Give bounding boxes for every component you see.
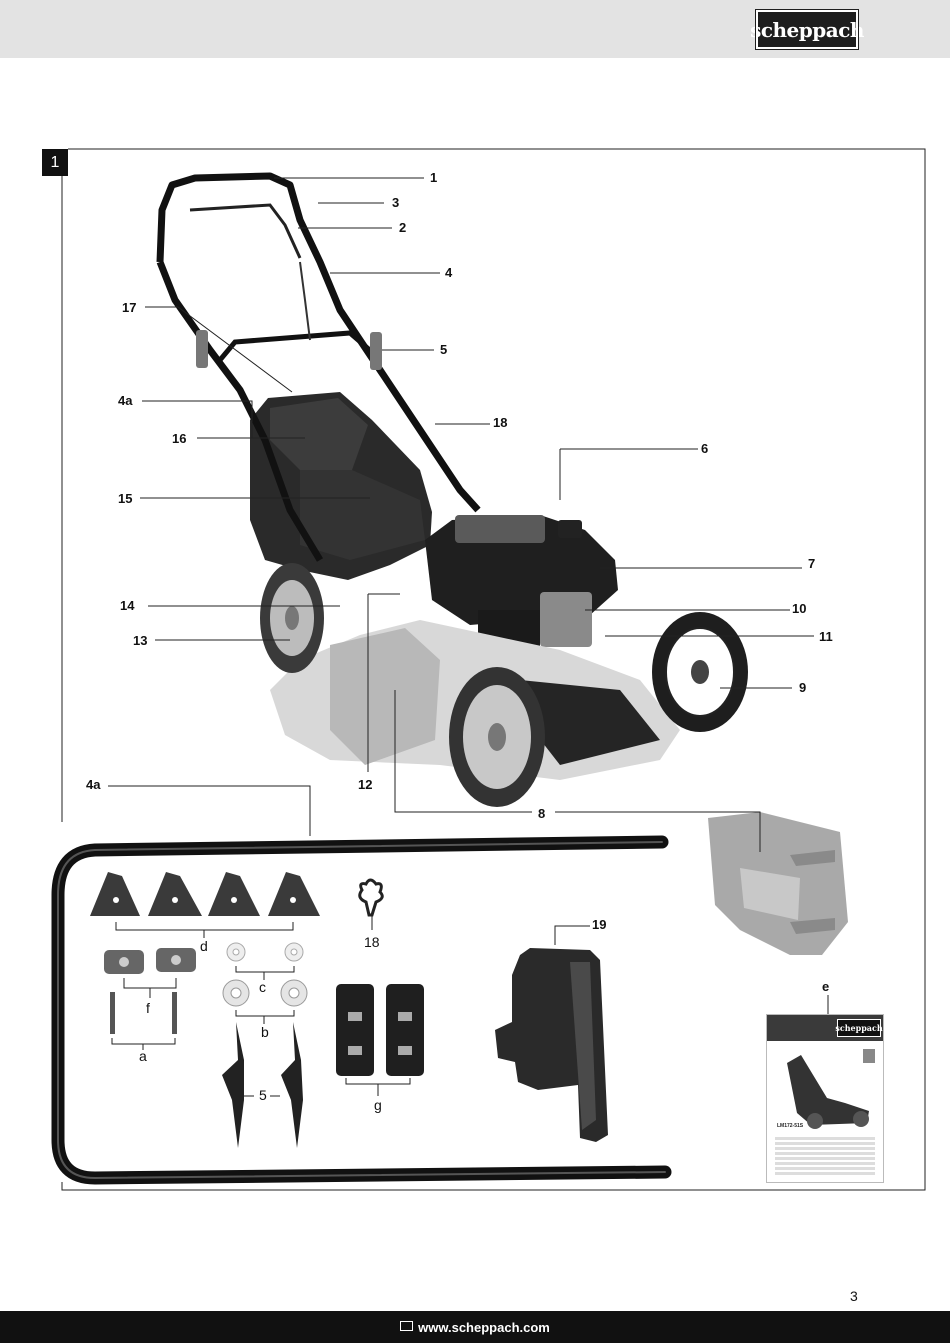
callout-12: 12	[358, 777, 373, 792]
page-number: 3	[850, 1288, 858, 1304]
part-label-5: 5	[259, 1087, 267, 1103]
callout-e: e	[822, 979, 830, 994]
callout-3: 3	[392, 195, 400, 210]
footer-bar: www.scheppach.com	[0, 1311, 950, 1343]
part-label-c: c	[259, 979, 266, 995]
figure-number: 1	[42, 149, 68, 176]
callout-16: 16	[172, 431, 187, 446]
part-label-d: d	[200, 938, 208, 954]
manual-cover-mower-image	[787, 1049, 875, 1129]
callout-7: 7	[808, 556, 816, 571]
callout-1: 1	[430, 170, 438, 185]
callout-17: 17	[122, 300, 137, 315]
callout-6: 6	[701, 441, 709, 456]
brand-logo: scheppach	[750, 9, 864, 50]
manual-cover-logo-text: scheppach	[835, 1023, 883, 1033]
callout-4a-handle: 4a	[86, 777, 101, 792]
brand-logo-text: scheppach	[750, 17, 864, 42]
manual-cover-logo: scheppach	[835, 1019, 883, 1037]
callout-18: 18	[493, 415, 508, 430]
monitor-icon	[400, 1321, 414, 1331]
manual-cover-text-lines	[775, 1135, 875, 1177]
part-label-a: a	[139, 1048, 147, 1064]
callout-9: 9	[799, 680, 807, 695]
manual-cover: scheppach LM172-51S	[767, 1015, 883, 1182]
callout-13: 13	[133, 633, 148, 648]
part-label-g: g	[374, 1097, 382, 1113]
footer-url[interactable]: www.scheppach.com	[418, 1319, 550, 1335]
callout-14: 14	[120, 598, 135, 613]
callout-2: 2	[399, 220, 407, 235]
part-label-b: b	[261, 1024, 269, 1040]
callout-15: 15	[118, 491, 133, 506]
callout-19: 19	[592, 917, 607, 932]
figure-number-text: 1	[50, 153, 60, 171]
callout-4a: 4a	[118, 393, 133, 408]
manual-cover-model: LM172-51S	[777, 1123, 804, 1129]
callout-8: 8	[538, 806, 546, 821]
callout-4: 4	[445, 265, 453, 280]
callout-11: 11	[819, 629, 833, 644]
callout-5: 5	[440, 342, 448, 357]
part-label-f: f	[146, 1000, 150, 1016]
part-label-18: 18	[364, 934, 380, 950]
callout-10: 10	[792, 601, 807, 616]
